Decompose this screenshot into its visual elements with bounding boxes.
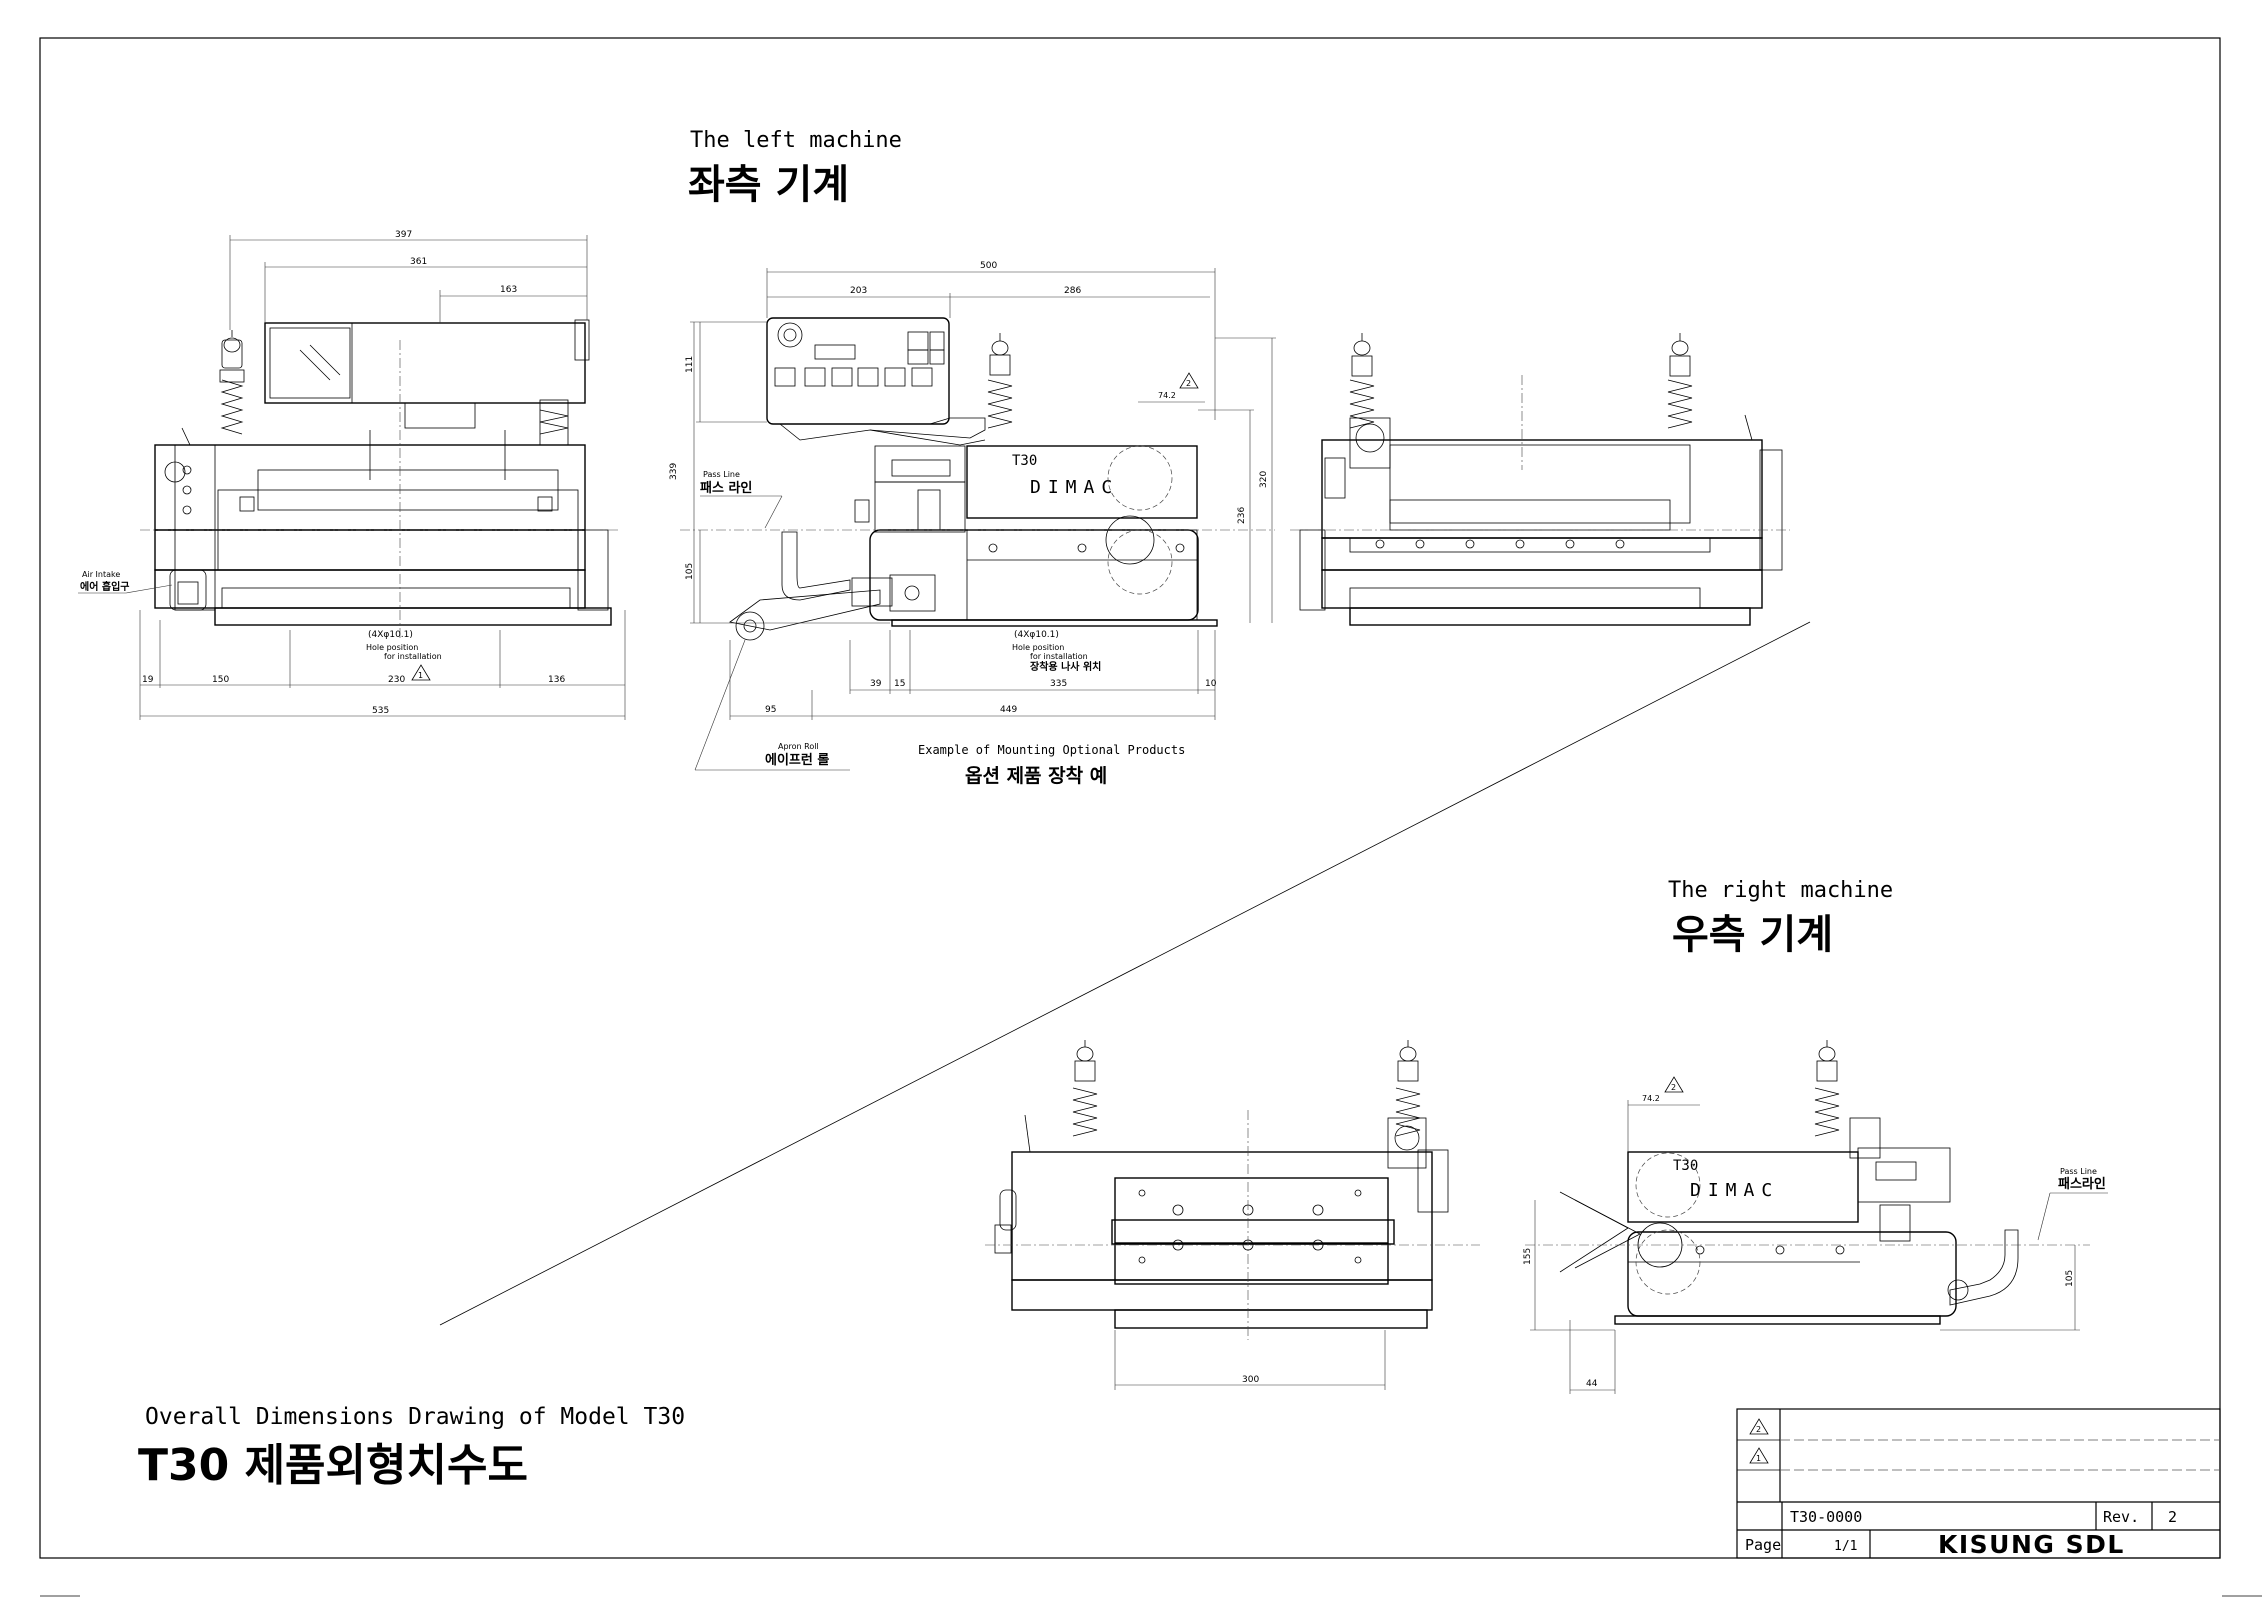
revision-triangle-2-side xyxy=(1179,372,1199,389)
left-machine-heading-ko: 좌측 기계 xyxy=(688,162,849,208)
optional-example-en: Example of Mounting Optional Products xyxy=(918,743,1185,757)
dim-136: 136 xyxy=(548,675,565,685)
page-value: 1/1 xyxy=(1834,1539,1857,1554)
dim-339: 339 xyxy=(669,463,679,480)
revision-triangle-2-right xyxy=(1664,1076,1684,1093)
front-view-right-machine: 300 xyxy=(985,1040,1480,1390)
side-view-left-machine: T30 DIMAC 500 203 xyxy=(669,261,1276,787)
rear-view-left-machine xyxy=(1290,333,1790,626)
screw-position-ko: 장착용 나사 위치 xyxy=(1030,660,1101,673)
dim-500: 500 xyxy=(980,261,997,271)
air-intake-en: Air Intake xyxy=(82,570,120,579)
dim-44: 44 xyxy=(1586,1379,1598,1389)
rev-row-2-number: 2 xyxy=(1756,1425,1761,1434)
side-brand-label: DIMAC xyxy=(1030,477,1119,498)
dim-286: 286 xyxy=(1064,286,1081,296)
right-model-label: T30 xyxy=(1673,1158,1698,1174)
air-intake-ko: 에어 흡입구 xyxy=(80,580,129,593)
side-model-label: T30 xyxy=(1012,453,1037,469)
view-separator-line xyxy=(439,621,1811,1326)
drawing-title-en: Overall Dimensions Drawing of Model T30 xyxy=(145,1404,685,1430)
title-block: 2 1 T30-0000 Rev. 2 Page 1/1 KISUNG SDL xyxy=(1736,1408,2221,1559)
revision-triangle-1-front-label: 1 xyxy=(418,671,423,680)
apron-roll-en: Apron Roll xyxy=(778,742,819,751)
hole-spec-front: (4Xφ10.1) xyxy=(368,630,413,640)
dim-15: 15 xyxy=(894,679,905,689)
pass-line-en-left: Pass Line xyxy=(703,470,740,479)
pass-line-ko-right: 패스라인 xyxy=(2058,1176,2106,1192)
drawing-title-ko: T30 제품외형치수도 xyxy=(138,1440,528,1491)
revision-triangle-2-right-label: 2 xyxy=(1671,1083,1676,1092)
dim-163: 163 xyxy=(500,285,517,295)
dim-320: 320 xyxy=(1259,471,1269,488)
rev-row-triangle-1 xyxy=(1749,1447,1769,1464)
dim-150: 150 xyxy=(212,675,229,685)
dim-300: 300 xyxy=(1242,1375,1259,1385)
rev-label: Rev. xyxy=(2103,1508,2139,1526)
dim-397: 397 xyxy=(395,230,412,240)
revision-triangle-1-front xyxy=(411,664,431,681)
right-machine-heading-ko: 우측 기계 xyxy=(1672,912,1833,958)
dim-74-2-right: 74.2 xyxy=(1642,1094,1660,1103)
dim-230: 230 xyxy=(388,675,405,685)
dim-335: 335 xyxy=(1050,679,1067,689)
page-label: Page xyxy=(1745,1536,1781,1554)
left-machine-heading-en: The left machine xyxy=(690,128,902,153)
pass-line-en-right: Pass Line xyxy=(2060,1167,2097,1176)
company-name: KISUNG SDL xyxy=(1938,1530,2125,1559)
dim-236: 236 xyxy=(1237,507,1247,524)
optional-example-ko: 옵션 제품 장착 예 xyxy=(965,765,1107,787)
right-brand-label: DIMAC xyxy=(1690,1180,1779,1201)
apron-roll-ko: 에이프런 롤 xyxy=(765,752,829,768)
right-machine-heading-en: The right machine xyxy=(1668,878,1893,903)
for-installation-side: for installation xyxy=(1030,652,1088,661)
dim-361: 361 xyxy=(410,257,427,267)
dim-19: 19 xyxy=(142,675,154,685)
side-view-right-machine: T30 DIMAC 155 105 74.2 2 44 Pass Line xyxy=(1523,1040,2108,1394)
rev-row-triangle-2 xyxy=(1749,1418,1769,1435)
for-installation-front: for installation xyxy=(384,652,442,661)
dim-535: 535 xyxy=(372,706,389,716)
hole-position-side: Hole position xyxy=(1012,643,1064,652)
front-view-left-machine: 397 361 163 19 150 230 136 535 (4Xφ10.1)… xyxy=(78,230,626,720)
rev-row-1-number: 1 xyxy=(1756,1454,1761,1463)
dim-105-right: 105 xyxy=(2065,1270,2075,1287)
hole-position-front: Hole position xyxy=(366,643,418,652)
dim-39: 39 xyxy=(870,679,882,689)
dim-155: 155 xyxy=(1523,1248,1533,1265)
dim-111: 111 xyxy=(685,356,695,373)
hole-spec-side: (4Xφ10.1) xyxy=(1014,630,1059,640)
dim-449: 449 xyxy=(1000,705,1017,715)
dim-105-side: 105 xyxy=(685,563,695,580)
dim-74-2-side: 74.2 xyxy=(1158,391,1176,400)
dim-95: 95 xyxy=(765,705,776,715)
drawing-number: T30-0000 xyxy=(1790,1508,1862,1526)
revision-triangle-2-side-label: 2 xyxy=(1186,379,1191,388)
rev-value: 2 xyxy=(2168,1508,2177,1526)
pass-line-ko-left: 패스 라인 xyxy=(700,480,752,496)
sheet-border xyxy=(39,37,2221,1559)
dim-10: 10 xyxy=(1205,679,1217,689)
dim-203: 203 xyxy=(850,286,867,296)
